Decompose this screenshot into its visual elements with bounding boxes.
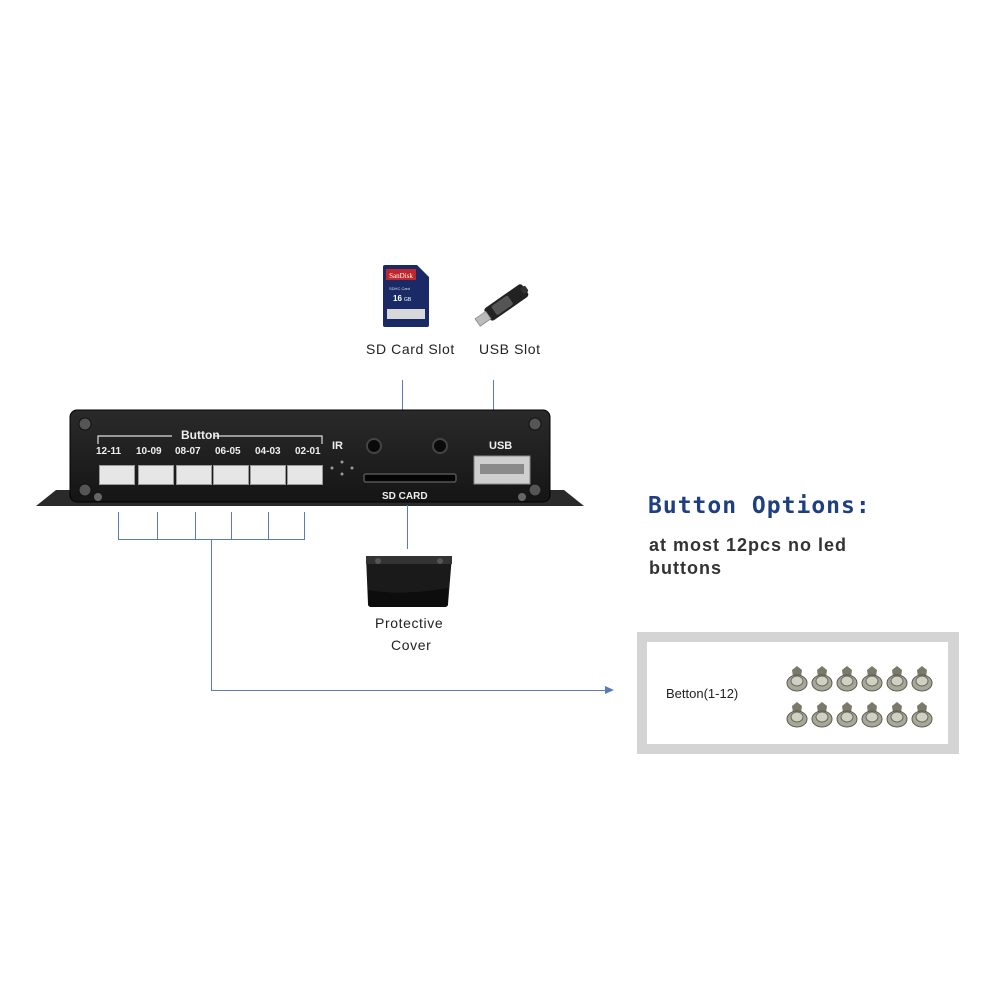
sd-card-port-label: SD CARD <box>382 491 428 502</box>
button-panel-inner: Betton(1-12) <box>647 642 948 744</box>
usb-slot-leader-line <box>493 380 494 422</box>
connector-label: 06-05 <box>215 446 241 457</box>
connector-label: 02-01 <box>295 446 321 457</box>
button-group-label: Button <box>181 428 220 442</box>
connector-socket <box>176 465 212 485</box>
push-buttons-group <box>785 666 939 734</box>
button-options-subtitle-line2: buttons <box>649 558 722 578</box>
protective-cover-label-line1: Protective <box>375 615 444 631</box>
connector-socket <box>287 465 323 485</box>
connector-socket <box>99 465 135 485</box>
sd-slot-leader-line <box>402 380 403 432</box>
connector-socket <box>250 465 286 485</box>
arrow-head-icon <box>605 686 614 694</box>
protective-cover-image <box>362 550 456 608</box>
connector-label: 10-09 <box>136 446 162 457</box>
push-button-icon <box>811 666 833 692</box>
push-button-icon <box>886 702 908 728</box>
sd-card-capacity-unit: GB <box>404 297 412 303</box>
button-panel: Betton(1-12) <box>637 632 959 754</box>
connector-label: 04-03 <box>255 446 281 457</box>
protective-cover-label-line2: Cover <box>391 637 432 653</box>
push-button-icon <box>911 702 933 728</box>
push-button-icon <box>861 702 883 728</box>
push-button-icon <box>886 666 908 692</box>
connector-label: 12-11 <box>96 446 122 457</box>
sd-card-image: SanDisk SDHC Card 16 GB <box>383 265 429 327</box>
button-options-title: Button Options: <box>648 493 871 519</box>
connector-socket <box>138 465 174 485</box>
push-button-icon <box>786 666 808 692</box>
ir-label: IR <box>332 440 343 452</box>
push-button-icon <box>836 666 858 692</box>
usb-port-label: USB <box>489 440 513 452</box>
push-button-icon <box>911 666 933 692</box>
push-button-icon <box>836 702 858 728</box>
device-body <box>36 408 584 512</box>
connector-socket <box>213 465 249 485</box>
usb-slot-label: USB Slot <box>479 341 541 357</box>
sd-card-slot-label: SD Card Slot <box>366 341 455 357</box>
sd-card-type: SDHC Card <box>389 286 410 291</box>
button-options-subtitle-line1: at most 12pcs no led <box>649 535 848 555</box>
connector-label: 08-07 <box>175 446 201 457</box>
sd-card-brand: SanDisk <box>389 272 413 280</box>
push-button-icon <box>786 702 808 728</box>
push-button-icon <box>811 702 833 728</box>
usb-stick-image <box>470 276 540 332</box>
cover-leader-line <box>407 505 408 549</box>
sd-card-capacity: 16 <box>393 294 402 303</box>
push-button-icon <box>861 666 883 692</box>
button-panel-label: Betton(1-12) <box>666 686 739 701</box>
